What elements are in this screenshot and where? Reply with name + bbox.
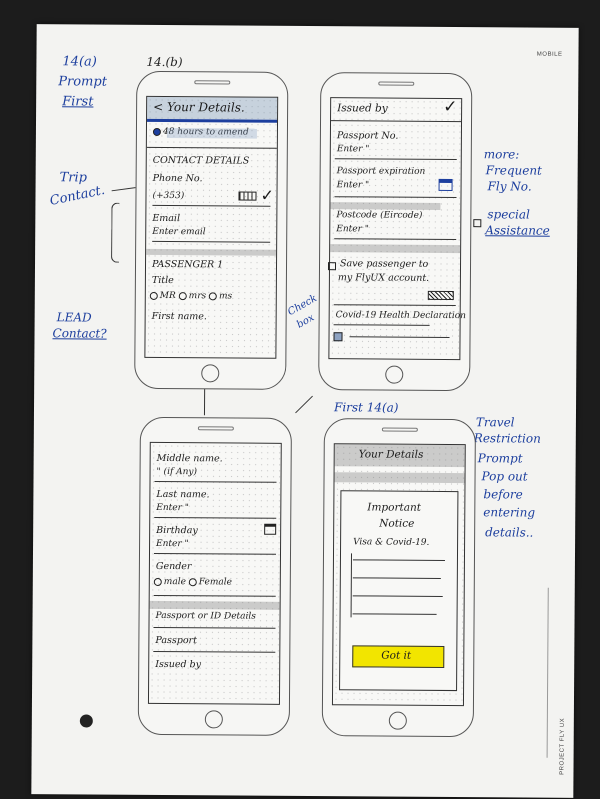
annotation-check: Check — [286, 292, 320, 319]
checkmark-icon: ✓ — [443, 96, 458, 118]
title-label: Title — [151, 274, 174, 287]
passport-label: Passport — [155, 634, 197, 647]
annotation-trip: Trip — [59, 170, 88, 186]
scribble-icon — [427, 290, 454, 301]
radio-male[interactable]: male — [153, 577, 186, 587]
screen-2: Issued by ✓ Passport No. Enter " Passpor… — [327, 96, 466, 361]
passenger-heading: PASSENGER 1 — [151, 258, 224, 271]
email-label: Email — [152, 212, 181, 225]
checkmark-icon: ✓ — [260, 185, 274, 205]
phone-14a: Your Details Important Notice Visa & Cov… — [321, 418, 476, 738]
radio-mr[interactable]: MR — [149, 291, 176, 301]
radio-female[interactable]: Female — [188, 577, 232, 587]
save-passenger-label: Save passenger to — [339, 258, 429, 270]
passport-expiration-field[interactable]: Enter " — [336, 180, 370, 191]
calendar-icon[interactable] — [438, 178, 453, 192]
checkbox-special-icon — [473, 219, 482, 228]
annotation-prompt-2: Prompt — [477, 451, 523, 466]
last-name-field[interactable]: Enter " — [156, 502, 189, 514]
annotation-before: before — [483, 487, 523, 502]
gender-options: male Female — [153, 577, 232, 587]
annotation-entering: entering — [483, 505, 536, 520]
notice-title-2: Notice — [379, 517, 415, 530]
middle-name-field[interactable]: " (if Any) — [156, 466, 198, 478]
middle-name-label: Middle name. — [156, 452, 223, 465]
annotation-special: special — [487, 207, 530, 222]
radio-mrs[interactable]: mrs — [178, 291, 206, 301]
contact-heading: CONTACT DETAILS — [152, 154, 250, 167]
screen-header[interactable]: < Your Details. — [153, 99, 245, 115]
passport-no-field[interactable]: Enter " — [336, 144, 370, 155]
birthday-label: Birthday — [156, 524, 198, 537]
screen-14b: < Your Details. 48 hours to amend CONTAC… — [144, 95, 279, 359]
issued-by-label: Issued by — [337, 102, 388, 115]
bracket-trip — [111, 202, 120, 263]
email-field[interactable]: Enter email — [152, 226, 206, 238]
radio-ms[interactable]: ms — [208, 291, 232, 301]
title-options: MR mrs ms — [149, 291, 232, 301]
phone-14b: < Your Details. 48 hours to amend CONTAC… — [134, 70, 289, 390]
home-button-icon — [204, 710, 223, 729]
issued-by-label: Issued by — [155, 658, 202, 671]
side-label: PROJECT FLY UX — [559, 717, 566, 775]
home-button-icon — [385, 365, 404, 384]
covid-checkbox[interactable] — [333, 332, 343, 342]
annotation-assistance: Assistance — [485, 223, 550, 238]
info-dot-icon — [152, 127, 161, 136]
screen-14a: Your Details Important Notice Visa & Cov… — [331, 443, 466, 707]
last-name-label: Last name. — [156, 488, 210, 501]
keypad-icon — [238, 191, 257, 201]
annotation-restriction: Restriction — [473, 431, 541, 446]
annotation-travel: Travel — [475, 415, 515, 430]
covid-declaration-label: Covid-19 Health Declaration — [335, 310, 466, 322]
annotation-frequent: Frequent — [485, 163, 542, 178]
annotation-lead: LEAD — [56, 310, 92, 325]
got-it-button[interactable]: Got it — [352, 645, 445, 668]
passport-expiration-label: Passport expiration — [336, 166, 426, 177]
home-button-icon — [388, 711, 407, 730]
postcode-label: Postcode (Eircode) — [336, 210, 423, 221]
phone-3: Middle name. " (if Any) Last name. Enter… — [137, 416, 292, 736]
annotation-details: details.. — [485, 525, 534, 540]
save-passenger-label-2: my FlyUX account. — [337, 272, 430, 284]
logo-icon — [79, 714, 93, 728]
phone-2: Issued by ✓ Passport No. Enter " Passpor… — [318, 72, 473, 392]
phone-label: Phone No. — [152, 172, 203, 185]
calendar-icon[interactable] — [264, 523, 277, 535]
passport-heading: Passport or ID Details — [155, 610, 256, 622]
passport-no-label: Passport No. — [336, 130, 399, 142]
annotation-more: more: — [483, 147, 520, 162]
screen-label-14a: First 14(a) — [333, 400, 399, 415]
gender-label: Gender — [155, 560, 192, 573]
arrow-down — [203, 385, 206, 416]
postcode-field[interactable]: Enter " — [336, 224, 369, 235]
annotation-popout: Pop out — [481, 469, 528, 484]
annotation-flyno: Fly No. — [487, 179, 532, 194]
home-button-icon — [201, 364, 220, 383]
screen-header: Your Details — [358, 448, 424, 461]
annotation-contact-q: Contact? — [52, 326, 107, 341]
annotation-14a: 14(a) — [62, 54, 97, 70]
save-passenger-checkbox[interactable] — [327, 262, 337, 271]
notice-body: Visa & Covid-19. — [353, 537, 430, 548]
first-name-label: First name. — [151, 310, 208, 323]
sketch-paper: MOBILE PROJECT FLY UX 14(a) Prompt First… — [31, 24, 579, 798]
corner-label: MOBILE — [536, 51, 563, 58]
margin-rule — [546, 587, 549, 758]
arrow-flow — [295, 395, 313, 414]
screen-3: Middle name. " (if Any) Last name. Enter… — [147, 441, 282, 705]
annotation-prompt: Prompt — [58, 74, 108, 90]
arrow-trip — [111, 187, 136, 192]
notice-modal: Important Notice Visa & Covid-19. Got it — [339, 490, 459, 692]
annotation-first: First — [62, 94, 94, 110]
annotation-box: box — [295, 312, 317, 331]
phone-code[interactable]: (+353) — [152, 190, 185, 202]
birthday-field[interactable]: Enter " — [156, 538, 189, 550]
screen-label-14b: 14.(b) — [146, 54, 183, 70]
annotation-contact: Contact. — [48, 182, 107, 209]
notice-title: Important — [367, 501, 422, 514]
